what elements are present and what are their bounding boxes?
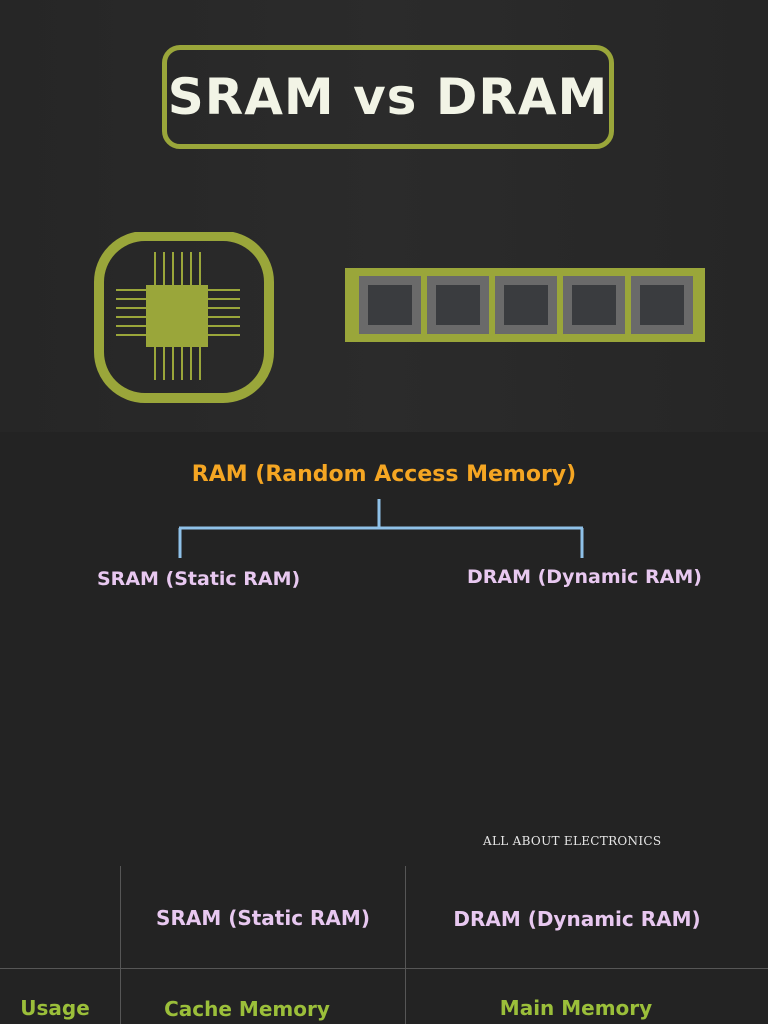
table-divider: [0, 968, 768, 969]
table-divider: [405, 866, 406, 1024]
table-cell-dram-usage: Main Memory: [499, 996, 653, 1020]
table-header-dram: DRAM (Dynamic RAM): [453, 907, 701, 931]
page-title: SRAM vs DRAM: [167, 68, 609, 126]
table-row-label: Usage: [20, 996, 90, 1020]
table-cell-sram-usage: Cache Memory: [164, 997, 330, 1021]
tree-root-label: RAM (Random Access Memory): [191, 462, 577, 487]
title-box: SRAM vs DRAM: [162, 45, 614, 149]
hero-banner: SRAM vs DRAM: [0, 0, 768, 432]
tree-leaf-dram: DRAM (Dynamic RAM): [467, 566, 702, 588]
table-divider: [120, 866, 121, 1024]
table-header-sram: SRAM (Static RAM): [156, 906, 370, 930]
chip-icon: [94, 232, 274, 403]
tree-leaf-sram: SRAM (Static RAM): [97, 568, 301, 590]
ram-module-icon: [345, 268, 705, 342]
watermark: ALL ABOUT ELECTRONICS: [483, 834, 662, 848]
